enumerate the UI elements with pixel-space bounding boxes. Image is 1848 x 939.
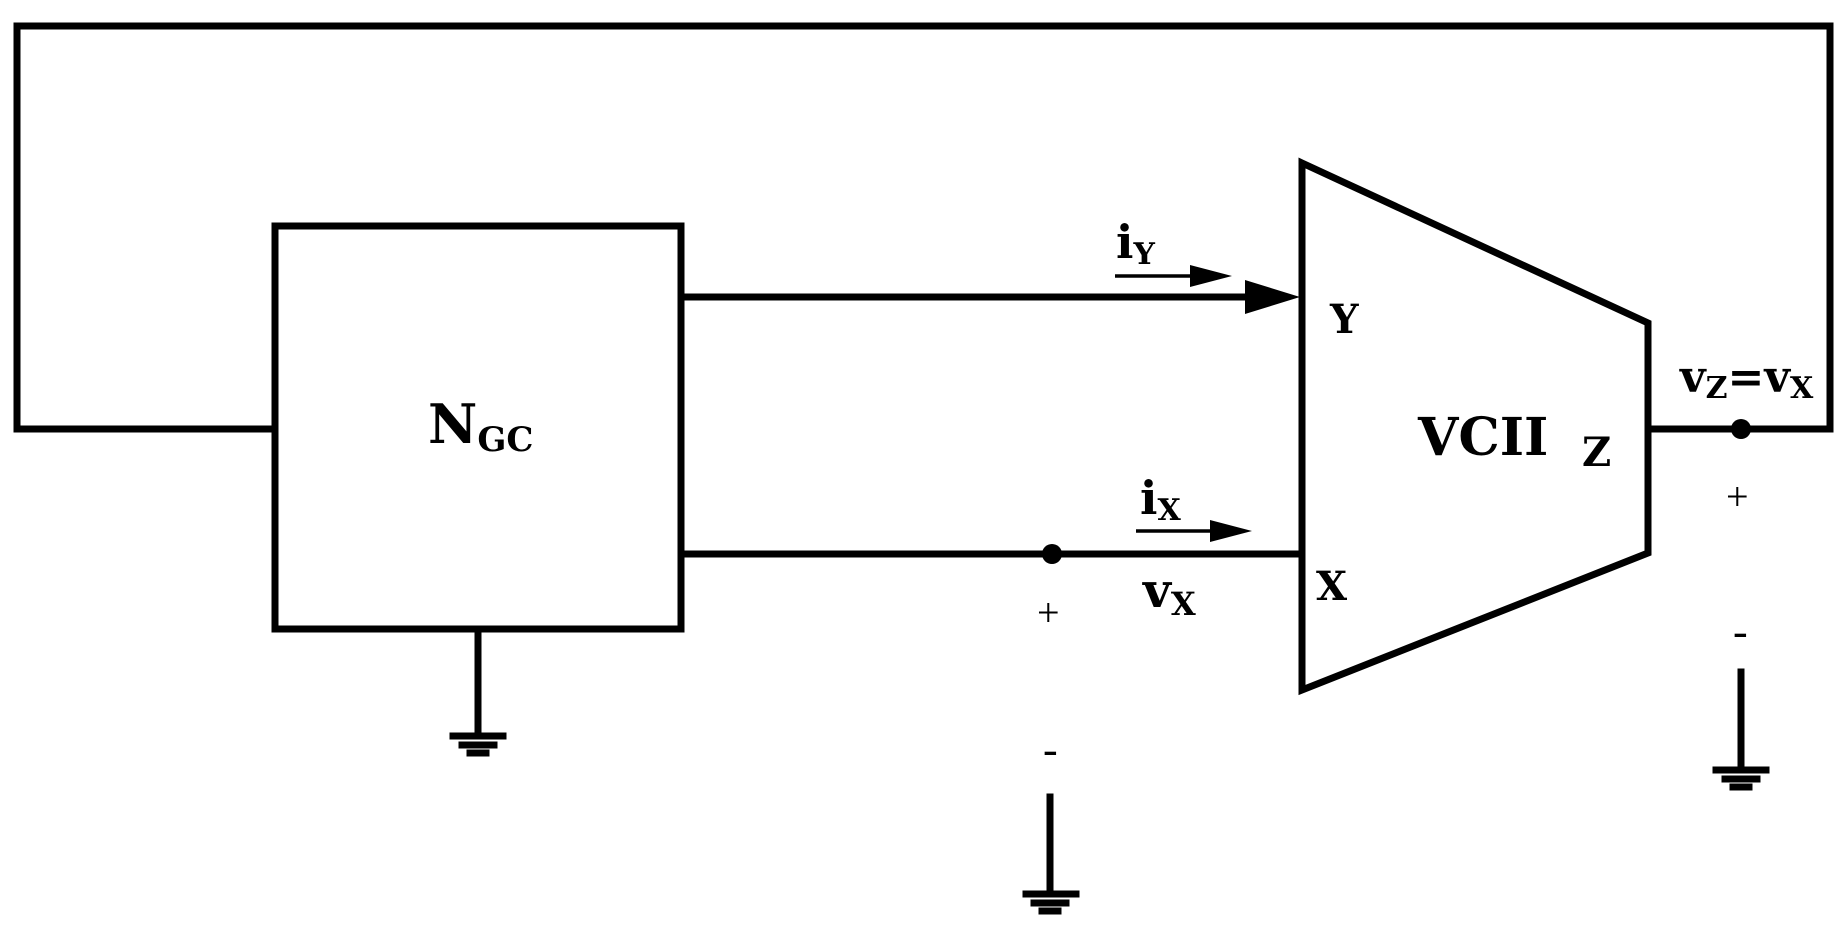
- iy-label-main: i: [1116, 215, 1133, 269]
- z-plus-sign: +: [1726, 474, 1749, 519]
- ix-arrow-icon: [1210, 520, 1252, 542]
- vz-sub: Z: [1706, 371, 1728, 406]
- port-z-label: Z: [1582, 429, 1611, 476]
- vz-main: v: [1679, 352, 1707, 403]
- ix-label-main: i: [1140, 471, 1157, 525]
- x-plus-sign: +: [1037, 590, 1060, 635]
- y-arrowhead-icon: [1245, 280, 1300, 314]
- z-node-dot: [1731, 419, 1751, 439]
- vcii-label: VCII: [1417, 407, 1548, 468]
- ngc-label-sub: GC: [477, 420, 533, 460]
- x-minus-sign: -: [1043, 725, 1058, 774]
- ngc-ground-icon: [449, 732, 507, 757]
- vx-label-main: v: [1142, 563, 1173, 619]
- x-node-dot: [1042, 544, 1062, 564]
- port-x-label: X: [1316, 563, 1347, 610]
- vx-label: vX: [1142, 563, 1196, 623]
- port-y-label: Y: [1329, 296, 1359, 343]
- eq-sign: =: [1727, 352, 1764, 403]
- iy-label-sub: Y: [1132, 237, 1155, 272]
- vx-sub-out: X: [1790, 371, 1814, 406]
- ix-label: iX: [1140, 471, 1181, 528]
- ix-label-sub: X: [1157, 493, 1181, 528]
- vz-equals-vx-label: vZ=vX: [1679, 352, 1814, 406]
- x-ground-icon: [1022, 890, 1080, 915]
- iy-arrow-icon: [1190, 265, 1232, 287]
- z-minus-sign: -: [1733, 607, 1748, 656]
- ngc-label-main: N: [428, 392, 477, 456]
- vcii-block: [1298, 157, 1652, 696]
- vx-label-sub: X: [1171, 585, 1196, 623]
- vx-main-out: v: [1763, 352, 1791, 403]
- ngc-label: NGC: [428, 392, 533, 460]
- z-ground-icon: [1712, 766, 1770, 791]
- iy-label: iY: [1116, 215, 1155, 272]
